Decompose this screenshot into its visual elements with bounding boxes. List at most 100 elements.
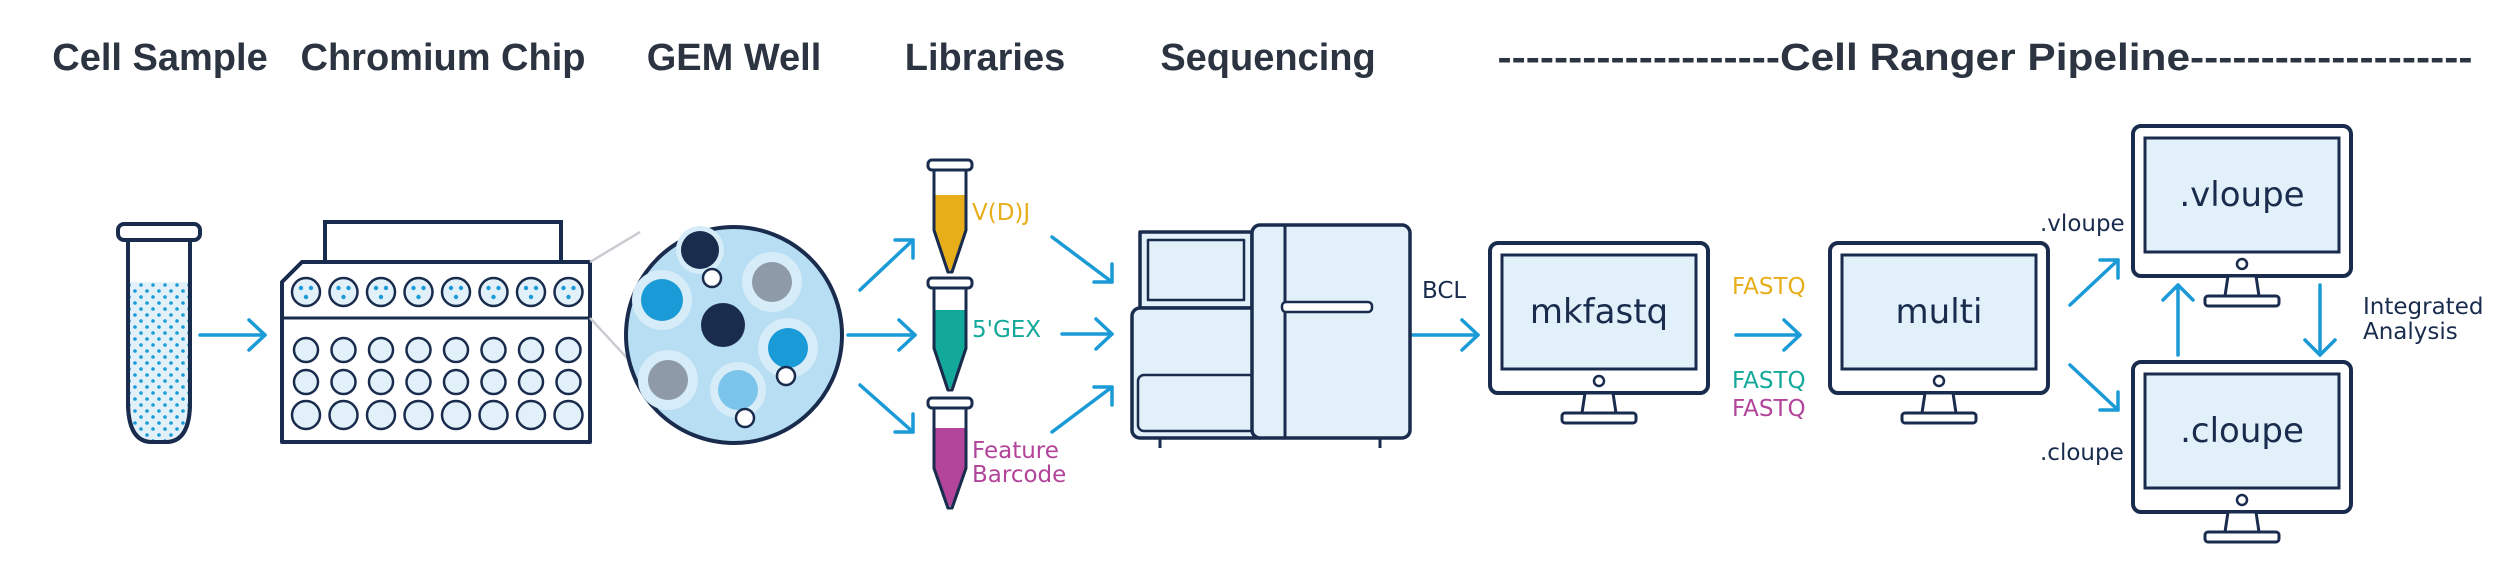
chip-sample-well bbox=[403, 276, 434, 308]
chip-well bbox=[555, 336, 582, 364]
chip-cell-dot bbox=[303, 294, 309, 300]
chip-well bbox=[442, 368, 470, 396]
library-label-vdj: V(D)J bbox=[972, 200, 1030, 226]
integrated-analysis-label-line1: Integrated bbox=[2363, 294, 2483, 320]
chip-sample-well bbox=[553, 276, 584, 308]
chip-well bbox=[328, 399, 359, 431]
arrow-right-icon bbox=[198, 318, 267, 352]
chip-cell-dot bbox=[491, 294, 496, 300]
gem-well-icon bbox=[624, 225, 844, 445]
chip-cell-dot bbox=[566, 294, 571, 300]
monitor-mkfastq-icon bbox=[1488, 241, 1710, 425]
chip-cell-dot bbox=[341, 294, 346, 300]
chip-cell-dot bbox=[411, 285, 416, 291]
chip-well bbox=[405, 336, 432, 364]
chip-well bbox=[292, 368, 320, 396]
cell-sample-tube-icon bbox=[116, 222, 202, 444]
monitor-multi-icon bbox=[1828, 241, 2050, 425]
arrow-up-icon bbox=[2161, 283, 2195, 357]
integrated-analysis-label-line2: Analysis bbox=[2363, 319, 2458, 345]
arrow-up-right-icon bbox=[1050, 385, 1114, 434]
chip-cell-dot bbox=[486, 285, 491, 291]
chip-sample-well bbox=[365, 276, 397, 308]
arrow-up-right-icon bbox=[858, 238, 915, 292]
library-label-barcode: Barcode bbox=[972, 462, 1066, 488]
chip-well bbox=[440, 399, 472, 431]
multi-screen-text: multi bbox=[1896, 292, 1983, 332]
chip-well bbox=[480, 336, 507, 364]
monitor-vloupe-icon bbox=[2131, 124, 2353, 308]
stage-title-libraries: Libraries bbox=[905, 37, 1066, 79]
chromium-chip-icon bbox=[280, 220, 592, 444]
chip-cell-dot bbox=[448, 285, 454, 291]
library-label-feature: Feature bbox=[972, 438, 1059, 464]
chip-sample-well bbox=[478, 276, 509, 308]
chip-well bbox=[405, 368, 432, 396]
chip-well bbox=[290, 399, 322, 431]
fastq-label-vdj: FASTQ bbox=[1732, 274, 1806, 300]
arrow-down-icon bbox=[2303, 283, 2337, 357]
chip-cell-dot bbox=[528, 294, 534, 300]
arrow-down-right-icon bbox=[858, 383, 915, 434]
chip-sample-well bbox=[328, 276, 359, 308]
chip-well bbox=[480, 368, 507, 396]
arrow-right-icon bbox=[846, 318, 917, 352]
arrow-down-right-icon bbox=[2068, 363, 2120, 412]
chip-well bbox=[403, 399, 434, 431]
chip-sample-well bbox=[290, 276, 322, 308]
arrow-right-icon bbox=[1410, 318, 1480, 352]
chip-cell-dot bbox=[383, 285, 389, 291]
cloupe-screen-text: .cloupe bbox=[2180, 411, 2304, 451]
chip-well bbox=[330, 336, 357, 364]
chip-cell-dot bbox=[346, 285, 351, 291]
stage-title-chromium-chip: Chromium Chip bbox=[301, 37, 586, 79]
cloupe-output-label: .cloupe bbox=[2040, 440, 2124, 466]
chip-well bbox=[365, 399, 397, 431]
chip-well bbox=[442, 336, 470, 364]
chip-well bbox=[515, 399, 547, 431]
chip-cell-dot bbox=[336, 285, 341, 291]
mkfastq-screen-text: mkfastq bbox=[1530, 292, 1668, 332]
chip-well bbox=[555, 368, 582, 396]
monitor-cloupe-icon bbox=[2131, 360, 2353, 544]
arrow-right-icon bbox=[1734, 318, 1802, 352]
chip-cell-dot bbox=[421, 285, 426, 291]
fastq-label-gex: FASTQ bbox=[1732, 368, 1806, 394]
chip-cell-dot bbox=[571, 285, 576, 291]
vloupe-screen-text: .vloupe bbox=[2179, 175, 2304, 215]
chip-well bbox=[367, 368, 395, 396]
chip-sample-well bbox=[515, 276, 547, 308]
chip-cell-dot bbox=[496, 285, 501, 291]
library-tube-gex-icon bbox=[926, 276, 974, 392]
chip-well bbox=[330, 368, 357, 396]
chip-cell-dot bbox=[523, 285, 529, 291]
chip-well bbox=[367, 336, 395, 364]
sequencer-icon bbox=[1130, 223, 1412, 448]
chip-well bbox=[478, 399, 509, 431]
library-label-gex: 5'GEX bbox=[972, 317, 1041, 343]
flow-arrows bbox=[198, 235, 2337, 434]
chip-cell-dot bbox=[378, 294, 384, 300]
chip-cell-dot bbox=[416, 294, 421, 300]
chip-sample-well bbox=[440, 276, 472, 308]
chip-cell-dot bbox=[453, 294, 459, 300]
fastq-label-feature: FASTQ bbox=[1732, 396, 1806, 422]
stage-title-cell-sample: Cell Sample bbox=[52, 37, 267, 79]
stage-title-cell-ranger-pipeline: --------------------Cell Ranger Pipeline… bbox=[1498, 37, 2473, 79]
chip-well bbox=[517, 368, 545, 396]
library-tube-vdj-icon bbox=[926, 158, 974, 274]
chip-cell-dot bbox=[458, 285, 464, 291]
chip-well bbox=[292, 336, 320, 364]
chip-cell-dot bbox=[533, 285, 539, 291]
arrow-up-right-icon bbox=[2068, 258, 2120, 307]
stage-title-sequencing: Sequencing bbox=[1160, 37, 1375, 79]
stage-title-gem-well: GEM Well bbox=[647, 37, 822, 79]
chip-well bbox=[553, 399, 584, 431]
arrow-down-right-icon bbox=[1050, 235, 1114, 284]
arrow-right-icon bbox=[1060, 317, 1114, 351]
chip-cell-dot bbox=[373, 285, 379, 291]
chip-cell-dot bbox=[298, 285, 304, 291]
chip-well bbox=[517, 336, 545, 364]
chip-cell-dot bbox=[561, 285, 566, 291]
bcl-label: BCL bbox=[1422, 278, 1466, 304]
